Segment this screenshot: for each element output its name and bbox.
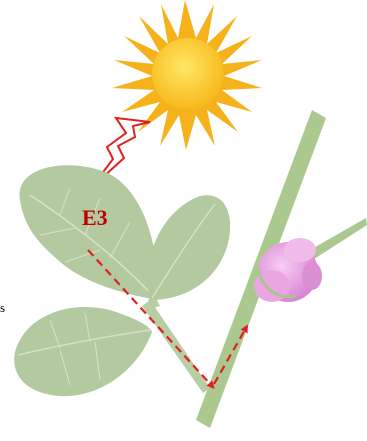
leaf-right — [148, 195, 231, 300]
leaf-top — [20, 165, 159, 300]
sun-icon — [112, 0, 262, 150]
cut-off-text: s — [0, 300, 5, 315]
leaf-bottom — [14, 307, 152, 396]
petiole — [142, 296, 210, 393]
signal-label: E3 — [82, 205, 108, 230]
